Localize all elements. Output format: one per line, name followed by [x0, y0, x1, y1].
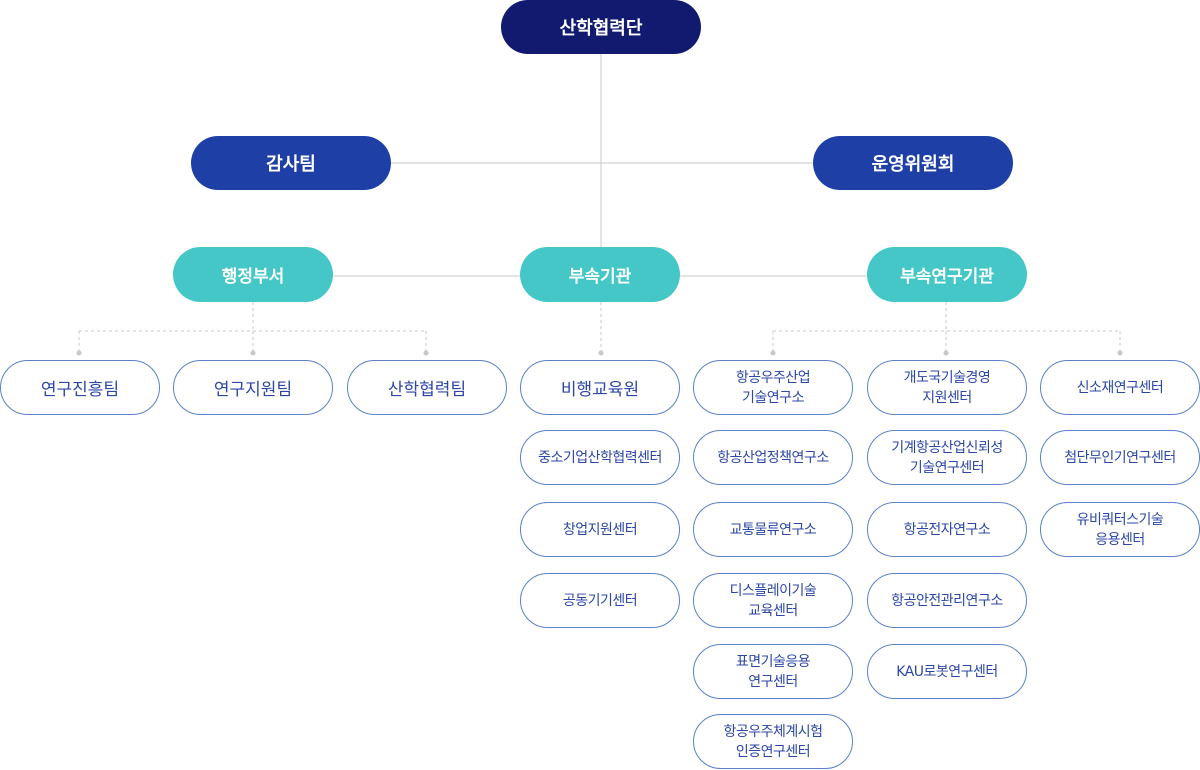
affiliated-institutions-node[interactable]: 부속기관 — [520, 247, 680, 302]
research-item-node[interactable]: KAU로봇연구센터 — [867, 644, 1027, 699]
node-label: 중소기업산학협력센터 — [538, 449, 662, 466]
node-label: 연구지원팀 — [213, 380, 293, 400]
node-label: 창업지원센터 — [562, 521, 638, 538]
node-label: 연구진흥팀 — [40, 380, 120, 400]
admin-department-node[interactable]: 행정부서 — [173, 247, 333, 302]
audit-team-node[interactable]: 감사팀 — [191, 136, 391, 190]
research-item-node[interactable]: 항공산업정책연구소 — [693, 430, 853, 485]
node-label: 산학협력단 — [559, 18, 643, 39]
node-label: 신소재연구센터 — [1076, 379, 1164, 396]
node-label: 기계항공산업신뢰성 기술연구센터 — [891, 439, 1003, 476]
node-label: 산학협력팀 — [387, 380, 467, 400]
affiliated-item-node[interactable]: 창업지원센터 — [520, 502, 680, 557]
research-item-node[interactable]: 첨단무인기연구센터 — [1040, 430, 1200, 485]
research-item-node[interactable]: 개도국기술경영 지원센터 — [867, 360, 1027, 415]
research-item-node[interactable]: 표면기술응용 연구센터 — [693, 644, 853, 699]
node-label: 부속연구기관 — [900, 267, 994, 287]
node-label: 디스플레이기술 교육센터 — [729, 582, 817, 619]
research-item-node[interactable]: 신소재연구센터 — [1040, 360, 1200, 415]
node-label: 항공우주산업 기술연구소 — [735, 369, 811, 406]
research-item-node[interactable]: 유비쿼터스기술 응용센터 — [1040, 502, 1200, 557]
node-label: 항공우주체계시험 인증연구센터 — [723, 723, 823, 760]
node-label: 개도국기술경영 지원센터 — [903, 369, 991, 406]
node-label: 공동기기센터 — [562, 592, 638, 609]
admin-item-node[interactable]: 산학협력팀 — [347, 360, 507, 415]
affiliated-item-node[interactable]: 비행교육원 — [520, 360, 680, 415]
node-label: 감사팀 — [266, 154, 316, 175]
node-label: 비행교육원 — [560, 380, 640, 400]
node-label: 항공전자연구소 — [903, 521, 991, 538]
admin-item-node[interactable]: 연구지원팀 — [173, 360, 333, 415]
research-item-node[interactable]: 기계항공산업신뢰성 기술연구센터 — [867, 430, 1027, 485]
industry-academia-foundation-node[interactable]: 산학협력단 — [501, 0, 701, 54]
node-label: 첨단무인기연구센터 — [1064, 449, 1176, 466]
node-label: 교통물류연구소 — [729, 521, 817, 538]
affiliated-research-institutes-node[interactable]: 부속연구기관 — [867, 247, 1027, 302]
node-label: KAU로봇연구센터 — [896, 663, 998, 680]
research-item-node[interactable]: 항공안전관리연구소 — [867, 573, 1027, 628]
node-label: 표면기술응용 연구센터 — [735, 653, 811, 690]
steering-committee-node[interactable]: 운영위원회 — [813, 136, 1013, 190]
affiliated-item-node[interactable]: 중소기업산학협력센터 — [520, 430, 680, 485]
node-label: 운영위원회 — [871, 154, 955, 175]
node-label: 항공안전관리연구소 — [891, 592, 1003, 609]
affiliated-item-node[interactable]: 공동기기센터 — [520, 573, 680, 628]
node-label: 부속기관 — [568, 267, 632, 287]
research-item-node[interactable]: 항공전자연구소 — [867, 502, 1027, 557]
research-item-node[interactable]: 교통물류연구소 — [693, 502, 853, 557]
research-item-node[interactable]: 디스플레이기술 교육센터 — [693, 573, 853, 628]
admin-item-node[interactable]: 연구진흥팀 — [0, 360, 160, 415]
node-label: 행정부서 — [221, 267, 285, 287]
node-label: 항공산업정책연구소 — [717, 449, 829, 466]
research-item-node[interactable]: 항공우주체계시험 인증연구센터 — [693, 714, 853, 769]
node-label: 유비쿼터스기술 응용센터 — [1076, 511, 1164, 548]
research-item-node[interactable]: 항공우주산업 기술연구소 — [693, 360, 853, 415]
